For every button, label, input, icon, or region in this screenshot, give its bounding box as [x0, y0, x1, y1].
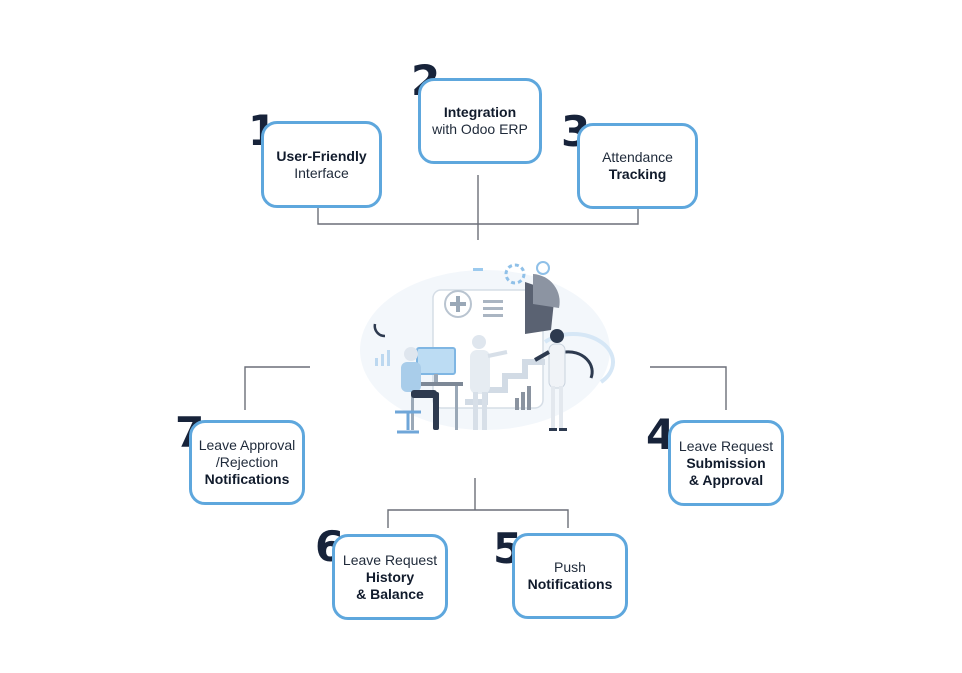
feature-7-box: Leave Approval /Rejection Notifications: [189, 420, 305, 505]
feature-1-box: User-Friendly Interface: [261, 121, 382, 208]
feature-2-box: Integration with Odoo ERP: [418, 78, 542, 164]
feature-7-line-3: Notifications: [204, 471, 290, 487]
feature-3-subtitle: Attendance: [602, 149, 673, 165]
connector-left: [244, 366, 310, 410]
feature-4-line-3: & Approval: [688, 471, 764, 488]
feature-5-box: Push Notifications: [512, 533, 628, 619]
feature-3-box: Attendance Tracking: [577, 123, 698, 209]
office-team-dashboard-illustration: [360, 261, 615, 434]
feature-1-title: User-Friendly: [276, 147, 367, 164]
feature-6-line-2: History: [365, 568, 415, 585]
feature-2-subtitle: with Odoo ERP: [432, 121, 528, 137]
feature-7-line-1: Leave Approval: [198, 437, 296, 453]
connector-right: [650, 366, 727, 410]
feature-6-line-3: & Balance: [356, 585, 424, 602]
feature-5-title: Notifications: [527, 576, 613, 592]
feature-4-line-1: Leave Request: [678, 437, 774, 454]
feature-5-subtitle: Push: [554, 559, 586, 575]
feature-6-line-1: Leave Request: [342, 551, 438, 568]
feature-6-box: Leave Request History & Balance: [332, 534, 448, 620]
feature-3-title: Tracking: [608, 166, 667, 182]
feature-4-line-2: Submission: [686, 454, 766, 471]
feature-7-line-2: /Rejection: [215, 454, 279, 470]
feature-2-title: Integration: [443, 104, 517, 120]
feature-4-box: Leave Request Submission & Approval: [668, 420, 784, 506]
feature-1-subtitle: Interface: [294, 164, 349, 181]
connector-bottom-bracket: [387, 509, 569, 528]
